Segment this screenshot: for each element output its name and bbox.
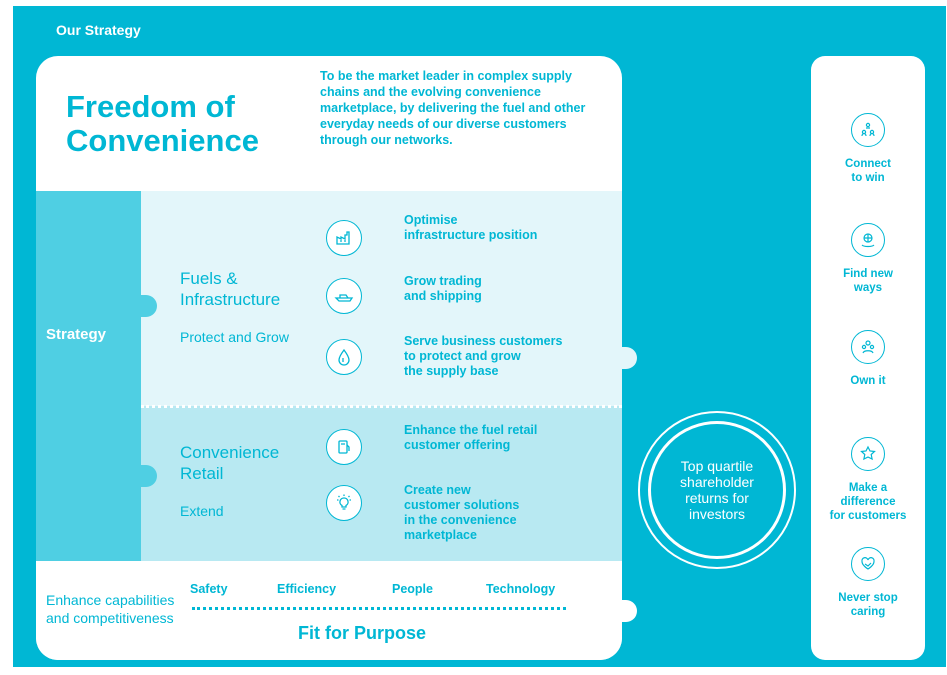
capability-technology: Technology bbox=[486, 582, 556, 596]
mission-statement: To be the market leader in complex suppl… bbox=[320, 69, 586, 147]
objective-line: and shipping bbox=[404, 289, 482, 303]
star-hand-icon bbox=[851, 437, 885, 471]
fuels-infrastructure-band bbox=[141, 191, 622, 406]
objective-line: to protect and grow bbox=[404, 349, 521, 363]
fuels-title: Fuels & Infrastructure bbox=[180, 268, 280, 310]
value-make-a-difference: Make a difference for customers bbox=[811, 437, 925, 523]
objective-line: in the convenience bbox=[404, 513, 517, 527]
objective-line: Create new bbox=[404, 483, 471, 497]
value-label: Never stop caring bbox=[838, 592, 898, 618]
fuel-drop-icon bbox=[326, 339, 362, 375]
connector-tab bbox=[621, 347, 637, 369]
objective-optimise: Optimise infrastructure position bbox=[404, 213, 537, 243]
band-divider bbox=[141, 405, 622, 408]
objective-fuel-retail: Enhance the fuel retail customer offerin… bbox=[404, 423, 537, 453]
capability-safety: Safety bbox=[190, 582, 228, 596]
connector-tab bbox=[141, 465, 157, 487]
headline: Freedom of Convenience bbox=[66, 90, 259, 158]
objective-line: infrastructure position bbox=[404, 228, 538, 242]
fuel-pump-icon bbox=[326, 429, 362, 465]
objective-trading: Grow trading and shipping bbox=[404, 274, 482, 304]
value-label: Own it bbox=[850, 375, 886, 387]
capabilities-dotted-line bbox=[192, 607, 566, 610]
objective-line: Optimise bbox=[404, 213, 458, 227]
value-label: Find new ways bbox=[843, 268, 893, 294]
values-panel: Connect to win Find new ways Own it Make… bbox=[811, 56, 925, 660]
fuels-title-line-2: Infrastructure bbox=[180, 290, 281, 309]
headline-line-2: Convenience bbox=[66, 123, 259, 158]
connector-tab bbox=[621, 600, 637, 622]
retail-title: Convenience Retail bbox=[180, 442, 279, 484]
heart-hand-icon bbox=[851, 547, 885, 581]
fuels-subtitle: Protect and Grow bbox=[180, 329, 289, 345]
objective-line: marketplace bbox=[404, 528, 477, 542]
capability-people: People bbox=[392, 582, 433, 596]
value-connect-to-win: Connect to win bbox=[811, 113, 925, 185]
outcome-text: Top quartile shareholder returns for inv… bbox=[680, 458, 754, 522]
value-label: Make a difference for customers bbox=[829, 482, 907, 522]
strategy-column bbox=[36, 191, 141, 561]
retail-title-line-2: Retail bbox=[180, 464, 224, 483]
outcome-circle: Top quartile shareholder returns for inv… bbox=[648, 421, 786, 559]
fit-for-purpose-label: Fit for Purpose bbox=[298, 623, 427, 643]
page-title: Our Strategy bbox=[56, 22, 141, 38]
strategy-card: Freedom of Convenience To be the market … bbox=[36, 56, 622, 660]
value-never-stop-caring: Never stop caring bbox=[811, 547, 925, 619]
retail-title-line-1: Convenience bbox=[180, 443, 280, 462]
value-label: Connect to win bbox=[845, 158, 891, 184]
fuels-title-line-1: Fuels & bbox=[180, 269, 238, 288]
enhance-capabilities-text: Enhance capabilities and competitiveness bbox=[46, 592, 175, 626]
headline-line-1: Freedom of bbox=[66, 89, 235, 124]
retail-subtitle: Extend bbox=[180, 503, 224, 519]
people-network-icon bbox=[851, 113, 885, 147]
ship-icon bbox=[326, 278, 362, 314]
capability-efficiency: Efficiency bbox=[277, 582, 337, 596]
objective-new-solutions: Create new customer solutions in the con… bbox=[404, 483, 519, 543]
lightbulb-icon bbox=[326, 485, 362, 521]
outcome-ring bbox=[638, 411, 796, 569]
connector-tab bbox=[141, 295, 157, 317]
value-find-new-ways: Find new ways bbox=[811, 223, 925, 295]
objective-business-customers: Serve business customers to protect and … bbox=[404, 334, 562, 379]
objective-line: Grow trading bbox=[404, 274, 482, 288]
strategy-label: Strategy bbox=[46, 326, 107, 343]
objective-line: the supply base bbox=[404, 364, 499, 378]
objective-line: customer offering bbox=[404, 438, 511, 452]
convenience-retail-band bbox=[141, 406, 622, 561]
capabilities-strip: Enhance capabilities and competitiveness… bbox=[36, 561, 622, 660]
value-own-it: Own it bbox=[811, 330, 925, 388]
objective-line: Serve business customers bbox=[404, 334, 563, 348]
objective-line: customer solutions bbox=[404, 498, 520, 512]
globe-hand-icon bbox=[851, 223, 885, 257]
team-icon bbox=[851, 330, 885, 364]
objective-line: Enhance the fuel retail bbox=[404, 423, 538, 437]
factory-icon bbox=[326, 220, 362, 256]
